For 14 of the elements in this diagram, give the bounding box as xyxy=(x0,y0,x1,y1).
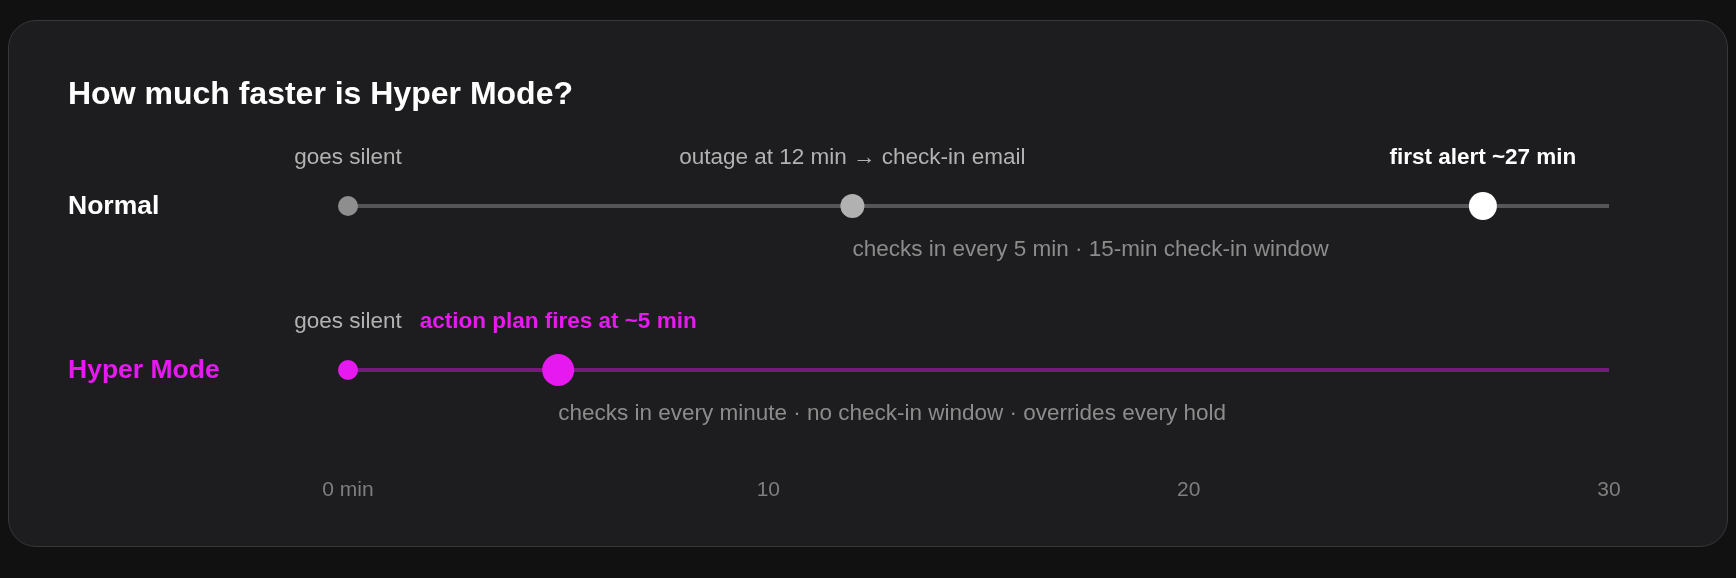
axis-tick-label: 0 min xyxy=(322,476,374,502)
event-label: action plan fires at ~5 min xyxy=(419,306,697,334)
axis-tick-label: 20 xyxy=(1177,476,1201,502)
axis-tick-label: 10 xyxy=(756,476,780,502)
annotation-text: goes silent xyxy=(294,306,402,334)
axis-tick-label: 30 xyxy=(1597,476,1621,502)
annotation-text: outage at 12 min → check-in email xyxy=(679,142,1026,170)
event-label: first alert ~27 min xyxy=(1389,142,1577,170)
note-text: checks in every 5 min · 15-min check-in window xyxy=(852,234,1329,262)
chart-title: How much faster is Hyper Mode? xyxy=(68,74,573,113)
note-text: checks in every minute · no check-in window · overrides every hold xyxy=(558,398,1226,426)
annotation-text: goes silent xyxy=(294,142,402,170)
category-label: Normal xyxy=(68,190,160,222)
category-label: Hyper Mode xyxy=(68,354,220,386)
